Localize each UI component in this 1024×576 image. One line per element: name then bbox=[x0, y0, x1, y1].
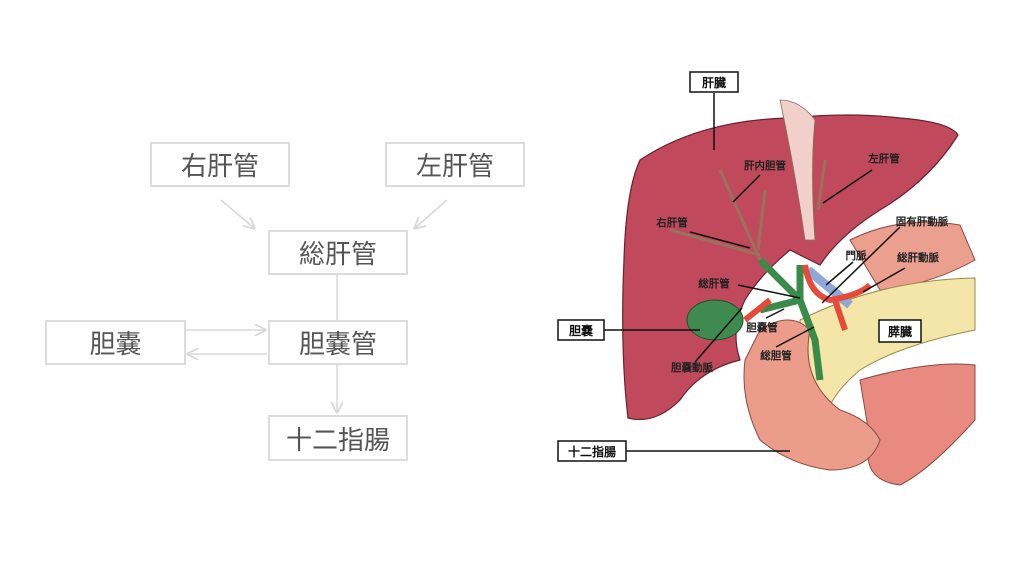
label-duodenum: 十二指腸 bbox=[568, 444, 616, 459]
flow-right-hepatic-duct: 右肝管 bbox=[150, 142, 290, 187]
label-common-hepatic-artery: 総肝動脈 bbox=[897, 251, 939, 264]
flow-left-hepatic-duct: 左肝管 bbox=[385, 142, 525, 187]
label-cystic-duct: 胆嚢管 bbox=[746, 321, 778, 334]
label-common-bile-duct: 総胆管 bbox=[760, 349, 792, 362]
label-portal-vein: 門脈 bbox=[846, 249, 867, 262]
flow-duodenum: 十二指腸 bbox=[268, 415, 408, 461]
label-pancreas: 膵臓 bbox=[888, 324, 912, 339]
falciform-ligament bbox=[779, 99, 816, 241]
label-gallbladder: 胆嚢 bbox=[569, 323, 594, 338]
label-intrahepatic-bile-duct: 肝内胆管 bbox=[744, 159, 786, 172]
label-right-hepatic-duct: 右肝管 bbox=[655, 216, 688, 229]
liver-shape bbox=[622, 114, 959, 421]
flow-gallbladder: 胆嚢 bbox=[45, 320, 186, 365]
label-proper-hepatic-artery: 固有肝動脈 bbox=[896, 215, 949, 228]
arrow-right-to-common bbox=[220, 199, 254, 228]
label-left-hepatic-duct: 左肝管 bbox=[867, 152, 900, 165]
intrahepatic-ducts bbox=[669, 159, 827, 261]
bile-duct-tree bbox=[757, 257, 824, 381]
arrow-left-to-common bbox=[415, 199, 448, 228]
intestine-shape bbox=[859, 363, 976, 486]
flow-common-hepatic-duct: 総肝管 bbox=[268, 230, 408, 275]
leader-lines bbox=[604, 93, 906, 452]
label-cystic-artery: 胆嚢動脈 bbox=[671, 361, 713, 374]
label-common-hepatic-duct: 総肝管 bbox=[698, 277, 730, 290]
label-liver: 肝臓 bbox=[702, 75, 726, 90]
hepatic-artery-shape bbox=[743, 264, 873, 331]
gallbladder-shape bbox=[686, 299, 744, 341]
flow-cystic-duct: 胆嚢管 bbox=[268, 320, 408, 365]
